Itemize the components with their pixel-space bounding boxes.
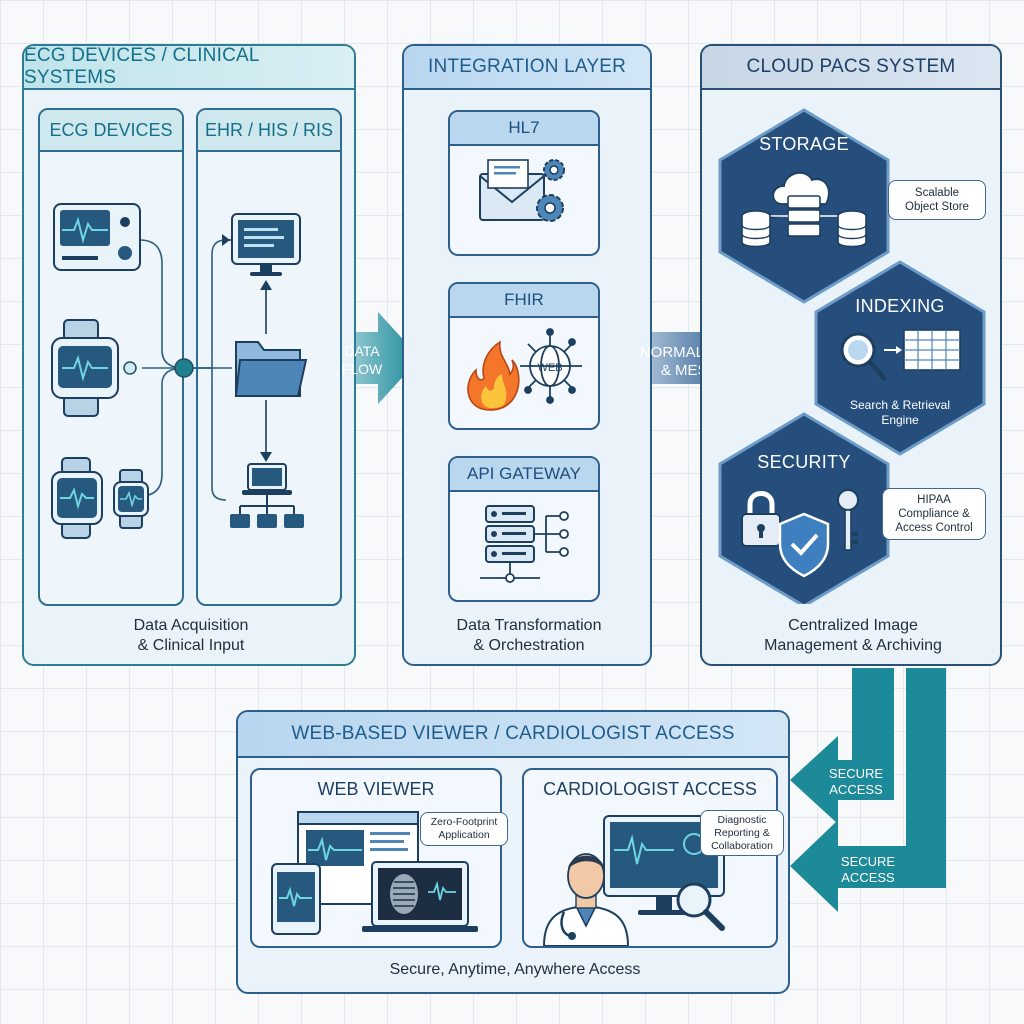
data-flow-line2: FLOW bbox=[341, 361, 383, 377]
devices-caption-line2: & Clinical Input bbox=[137, 637, 245, 654]
wearable-watch-small-icon bbox=[113, 469, 149, 529]
cardiologist-title: CARDIOLOGIST ACCESS bbox=[543, 778, 757, 799]
integration-panel-title: INTEGRATION LAYER bbox=[404, 46, 650, 90]
indexing-sub-line1: Search & Retrieval bbox=[849, 398, 951, 412]
cloud-panel-title: CLOUD PACS SYSTEM bbox=[702, 46, 1000, 90]
ehr-subtitle: EHR / HIS / RIS bbox=[198, 110, 340, 152]
secure-access-2-line1: SECURE bbox=[840, 854, 896, 869]
devices-caption: Data Acquisition & Clinical Input bbox=[24, 616, 354, 656]
web-viewer-callout-line1: Zero-Footprint bbox=[430, 816, 498, 828]
devices-icons-layer bbox=[51, 203, 308, 539]
security-callout: HIPAA Compliance & Access Control bbox=[882, 488, 986, 540]
indexing-sub-line2: Engine bbox=[881, 413, 919, 427]
web-viewer-icons bbox=[271, 811, 478, 935]
tablet-icon bbox=[271, 863, 321, 935]
cardiologist-callout-line1: Diagnostic bbox=[717, 813, 767, 826]
ecg-devices-subtitle: ECG DEVICES bbox=[40, 110, 182, 152]
secure-access-1-line2: ACCESS bbox=[829, 782, 883, 797]
indexing-hexagon bbox=[814, 260, 986, 456]
security-title: SECURITY bbox=[757, 452, 851, 472]
storage-callout-line2: Object Store bbox=[905, 201, 969, 213]
data-flow-label: DATA FLOW bbox=[326, 342, 398, 378]
web-globe-icon bbox=[520, 328, 582, 404]
secure-access-2-line2: ACCESS bbox=[841, 870, 895, 885]
api-gateway-icon bbox=[480, 505, 569, 583]
storage-callout-line1: Scalable bbox=[914, 187, 960, 199]
secure-access-label-1: SECURE ACCESS bbox=[822, 766, 890, 798]
fhir-card-title: FHIR bbox=[450, 284, 598, 318]
integration-caption-line2: & Orchestration bbox=[473, 637, 585, 654]
laptop-xray-icon bbox=[362, 861, 478, 932]
devices-caption-line1: Data Acquisition bbox=[133, 617, 249, 634]
cardiologist-callout: Diagnostic Reporting & Collaboration bbox=[700, 810, 784, 856]
api-gateway-card: API GATEWAY bbox=[448, 456, 600, 602]
integration-caption-line1: Data Transformation bbox=[456, 617, 602, 634]
folder-icon bbox=[234, 341, 308, 397]
gear-icon bbox=[543, 159, 565, 181]
storage-callout: Scalable Object Store bbox=[888, 180, 986, 220]
cardiologist-callout-line3: Collaboration bbox=[711, 839, 773, 852]
cloud-hexagons-layer bbox=[718, 108, 986, 604]
cardiologist-card: CARDIOLOGIST ACCESS bbox=[522, 768, 778, 948]
cloud-caption-line1: Centralized Image bbox=[788, 617, 918, 634]
shield-check-icon bbox=[778, 512, 830, 578]
devices-panel-title: ECG DEVICES / CLINICAL SYSTEMS bbox=[24, 46, 354, 90]
smartwatch-icon bbox=[51, 319, 119, 417]
node-small bbox=[123, 361, 137, 375]
secure-access-1-line1: SECURE bbox=[828, 766, 884, 781]
data-flow-line1: DATA bbox=[344, 343, 380, 359]
magnifier-icon bbox=[676, 882, 725, 931]
fhir-card: FHIR WEB bbox=[448, 282, 600, 430]
api-gateway-card-title: API GATEWAY bbox=[450, 458, 598, 492]
doctor-avatar-icon bbox=[542, 853, 630, 946]
hl7-card-title: HL7 bbox=[450, 112, 598, 146]
wearable-watch-icon bbox=[51, 457, 103, 539]
indexing-title: INDEXING bbox=[855, 296, 945, 316]
fhir-icon: WEB bbox=[467, 328, 582, 411]
cloud-caption-line2: Management & Archiving bbox=[764, 637, 942, 654]
web-badge-text: WEB bbox=[537, 362, 562, 374]
secure-access-arrow-1 bbox=[790, 668, 894, 824]
hl7-icon bbox=[479, 159, 565, 222]
hl7-card: HL7 bbox=[448, 110, 600, 256]
database-icon-left bbox=[741, 210, 771, 248]
search-index-icon bbox=[840, 329, 961, 381]
viewer-panel-title: WEB-BASED VIEWER / CARDIOLOGIST ACCESS bbox=[238, 712, 788, 758]
web-viewer-callout: Zero-Footprint Application bbox=[420, 812, 508, 846]
web-viewer-callout-line2: Application bbox=[438, 829, 490, 841]
hub-node bbox=[174, 358, 194, 378]
security-hexagon bbox=[718, 412, 890, 604]
secure-access-label-2: SECURE ACCESS bbox=[834, 854, 902, 886]
gear-icon-2 bbox=[536, 194, 564, 222]
key-icon bbox=[837, 489, 859, 551]
cloud-caption: Centralized Image Management & Archiving bbox=[702, 616, 1000, 656]
security-callout-line1: HIPAA bbox=[917, 494, 951, 506]
server-stack-icon bbox=[485, 505, 535, 563]
integration-caption: Data Transformation & Orchestration bbox=[404, 616, 650, 656]
desktop-monitor-icon bbox=[231, 213, 301, 276]
database-icon-right bbox=[837, 210, 867, 248]
indexing-subtitle: Search & Retrieval Engine bbox=[830, 398, 970, 428]
flame-icon bbox=[467, 340, 520, 411]
security-callout-line2: Compliance & bbox=[898, 508, 970, 520]
secure-access-arrow-2 bbox=[790, 668, 946, 912]
web-viewer-card: WEB VIEWER bbox=[250, 768, 502, 948]
laptop-network-icon bbox=[230, 463, 304, 528]
ecg-monitor-icon bbox=[53, 203, 141, 271]
web-viewer-title: WEB VIEWER bbox=[317, 778, 435, 799]
security-callout-line3: Access Control bbox=[895, 522, 973, 534]
viewer-caption: Secure, Anytime, Anywhere Access bbox=[389, 961, 641, 978]
cardiologist-callout-line2: Reporting & bbox=[714, 826, 770, 839]
cloud-storage-icon bbox=[741, 172, 867, 248]
storage-title: STORAGE bbox=[759, 134, 849, 154]
